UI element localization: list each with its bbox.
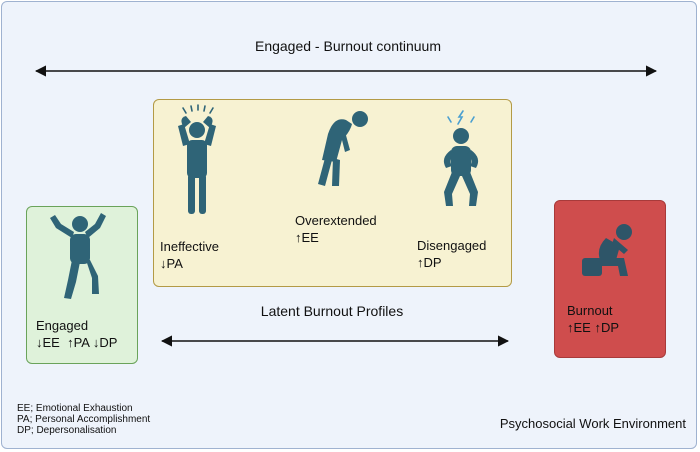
sitting-head-in-hands-icon xyxy=(582,224,632,276)
profile-indicators-ineffective: ↓PA xyxy=(160,256,183,271)
profile-name-disengaged: Disengaged xyxy=(417,238,487,253)
burnout-box xyxy=(554,200,666,358)
environment-label: Psychosocial Work Environment xyxy=(499,416,686,431)
profile-name-ineffective: Ineffective xyxy=(160,239,220,254)
engaged-name: Engaged xyxy=(36,318,89,333)
profile-indicators-disengaged: ↑DP xyxy=(417,255,442,270)
frustrated-person-icon xyxy=(443,110,479,206)
burnout-indicators: ↑EE ↑DP xyxy=(567,320,620,335)
continuum-title: Engaged - Burnout continuum xyxy=(254,38,441,54)
legend-item-ee: EE; Emotional Exhaustion xyxy=(17,403,133,414)
stressed-person-icon xyxy=(178,104,216,214)
exhausted-person-icon xyxy=(318,111,368,186)
legend-item-pa: PA; Personal Accomplishment xyxy=(17,414,151,425)
engaged-indicators: ↓EE ↑PA ↓DP xyxy=(36,335,118,350)
latent-profiles-title: Latent Burnout Profiles xyxy=(260,303,404,319)
profile-name-overextended: Overextended xyxy=(295,213,377,228)
burnout-name: Burnout xyxy=(567,303,613,318)
engaged-box xyxy=(26,206,138,364)
legend-item-dp: DP; Depersonalisation xyxy=(17,425,117,436)
profile-indicators-overextended: ↑EE xyxy=(295,230,319,245)
jumping-person-icon xyxy=(50,213,106,299)
